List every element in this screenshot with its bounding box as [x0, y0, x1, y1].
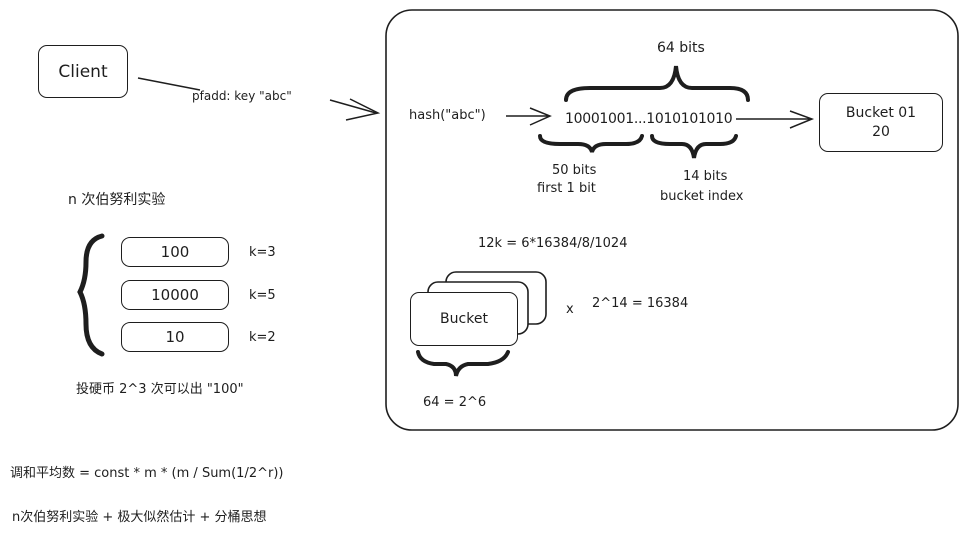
brace-trials — [77, 233, 105, 357]
bucket-arrow — [736, 110, 815, 129]
bucket-count: 2^14 = 16384 — [592, 296, 689, 311]
trial-box-1: 100 — [121, 237, 229, 267]
client-label: Client — [58, 61, 108, 82]
client-edge-label: pfadd: key "abc" — [192, 89, 292, 103]
brace-50-bits — [538, 134, 644, 153]
trial-box-3: 10 — [121, 322, 229, 352]
hll-panel-frame — [385, 9, 959, 431]
bucket-stack-label: Bucket — [440, 311, 488, 327]
hash-label: hash("abc") — [409, 108, 486, 123]
bucket-target-node: Bucket 01 20 — [819, 93, 943, 152]
brace-bucket-width — [416, 350, 510, 377]
trial-k-3: k=2 — [249, 330, 276, 345]
bucket-stack-front: Bucket — [410, 292, 518, 346]
bucket-width: 64 = 2^6 — [423, 395, 487, 410]
trial-value-1: 100 — [160, 243, 190, 261]
multiply-sign: x — [566, 302, 574, 317]
left-panel-title: n 次伯努利实验 — [68, 192, 166, 208]
memory-formula: 12k = 6*16384/8/1024 — [478, 236, 628, 251]
bucket-target-line1: Bucket 01 — [845, 105, 917, 122]
bits-right-label-2: bucket index — [660, 189, 744, 204]
hash-arrow — [506, 107, 552, 126]
trial-k-1: k=3 — [249, 245, 276, 260]
trial-box-2: 10000 — [121, 280, 229, 310]
brace-64-bits — [564, 65, 750, 102]
bits-left-label-2: first 1 bit — [537, 181, 596, 196]
bucket-target-line2: 20 — [872, 123, 890, 140]
trial-k-2: k=5 — [249, 288, 276, 303]
client-arrow-head — [345, 98, 381, 121]
client-node: Client — [38, 45, 128, 98]
client-arrow-line — [137, 77, 377, 114]
bits-left-label-1: 50 bits — [552, 163, 597, 178]
trial-value-2: 10000 — [151, 286, 199, 304]
bit-string: 10001001...1010101010 — [565, 111, 733, 127]
brace-14-bits — [650, 134, 738, 159]
harmonic-mean-formula: 调和平均数 = const * m * (m / Sum(1/2^r)) — [10, 466, 284, 481]
bits-right-label-1: 14 bits — [683, 169, 728, 184]
left-panel-caption: 投硬币 2^3 次可以出 "100" — [76, 382, 244, 397]
method-summary: n次伯努利实验 + 极大似然估计 + 分桶思想 — [12, 510, 267, 525]
bits-top-label: 64 bits — [657, 40, 705, 56]
trial-value-3: 10 — [165, 328, 185, 346]
